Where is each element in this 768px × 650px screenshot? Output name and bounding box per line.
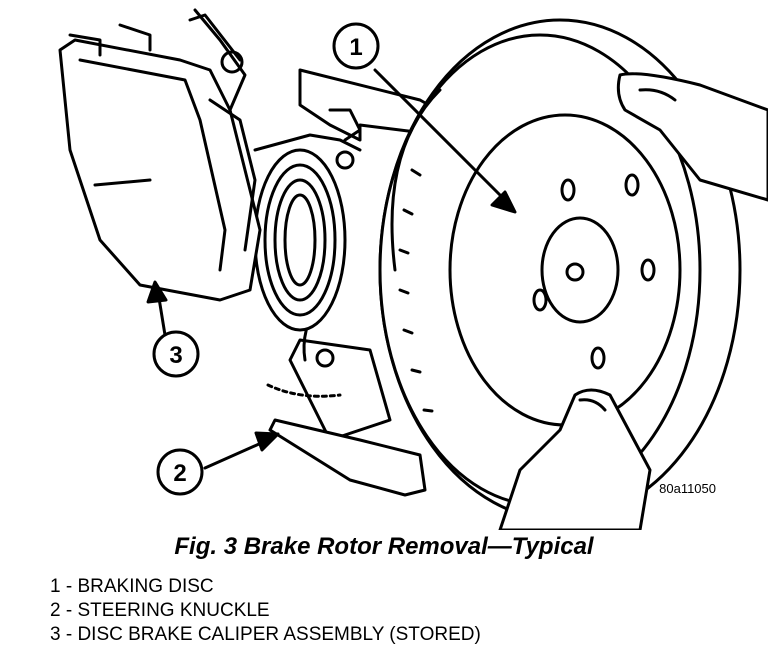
callout-2-circle [156,448,204,496]
legend-list: 1 - BRAKING DISC 2 - STEERING KNUCKLE 3 … [50,575,481,647]
disc-brake-caliper [58,8,262,302]
legend-item-braking-disc: 1 - BRAKING DISC [50,576,214,597]
callout-1-label: 1 [349,34,362,61]
callout-2-arrow [203,431,280,470]
callout-3-label: 3 [169,342,182,369]
callout-1-arrow [373,68,517,214]
hand-bottom [498,388,652,530]
braking-disc [378,18,742,522]
callout-3-arrow [146,280,168,337]
callout-2-label: 2 [173,460,186,487]
image-code: 80a11050 [659,481,716,496]
knuckle-arm [268,418,427,497]
figure-caption: Fig. 3 Brake Rotor Removal—Typical [174,533,594,560]
callout-3-circle [152,330,200,378]
legend-item-steering-knuckle: 2 - STEERING KNUCKLE [50,600,270,621]
callout-1-circle [332,22,380,70]
brake-rotor-illustration: 1 2 3 80a11050 [58,8,768,530]
hand-top [616,72,768,202]
legend-item-caliper-assembly: 3 - DISC BRAKE CALIPER ASSEMBLY (STORED) [50,624,481,645]
cv-boot [253,133,362,332]
